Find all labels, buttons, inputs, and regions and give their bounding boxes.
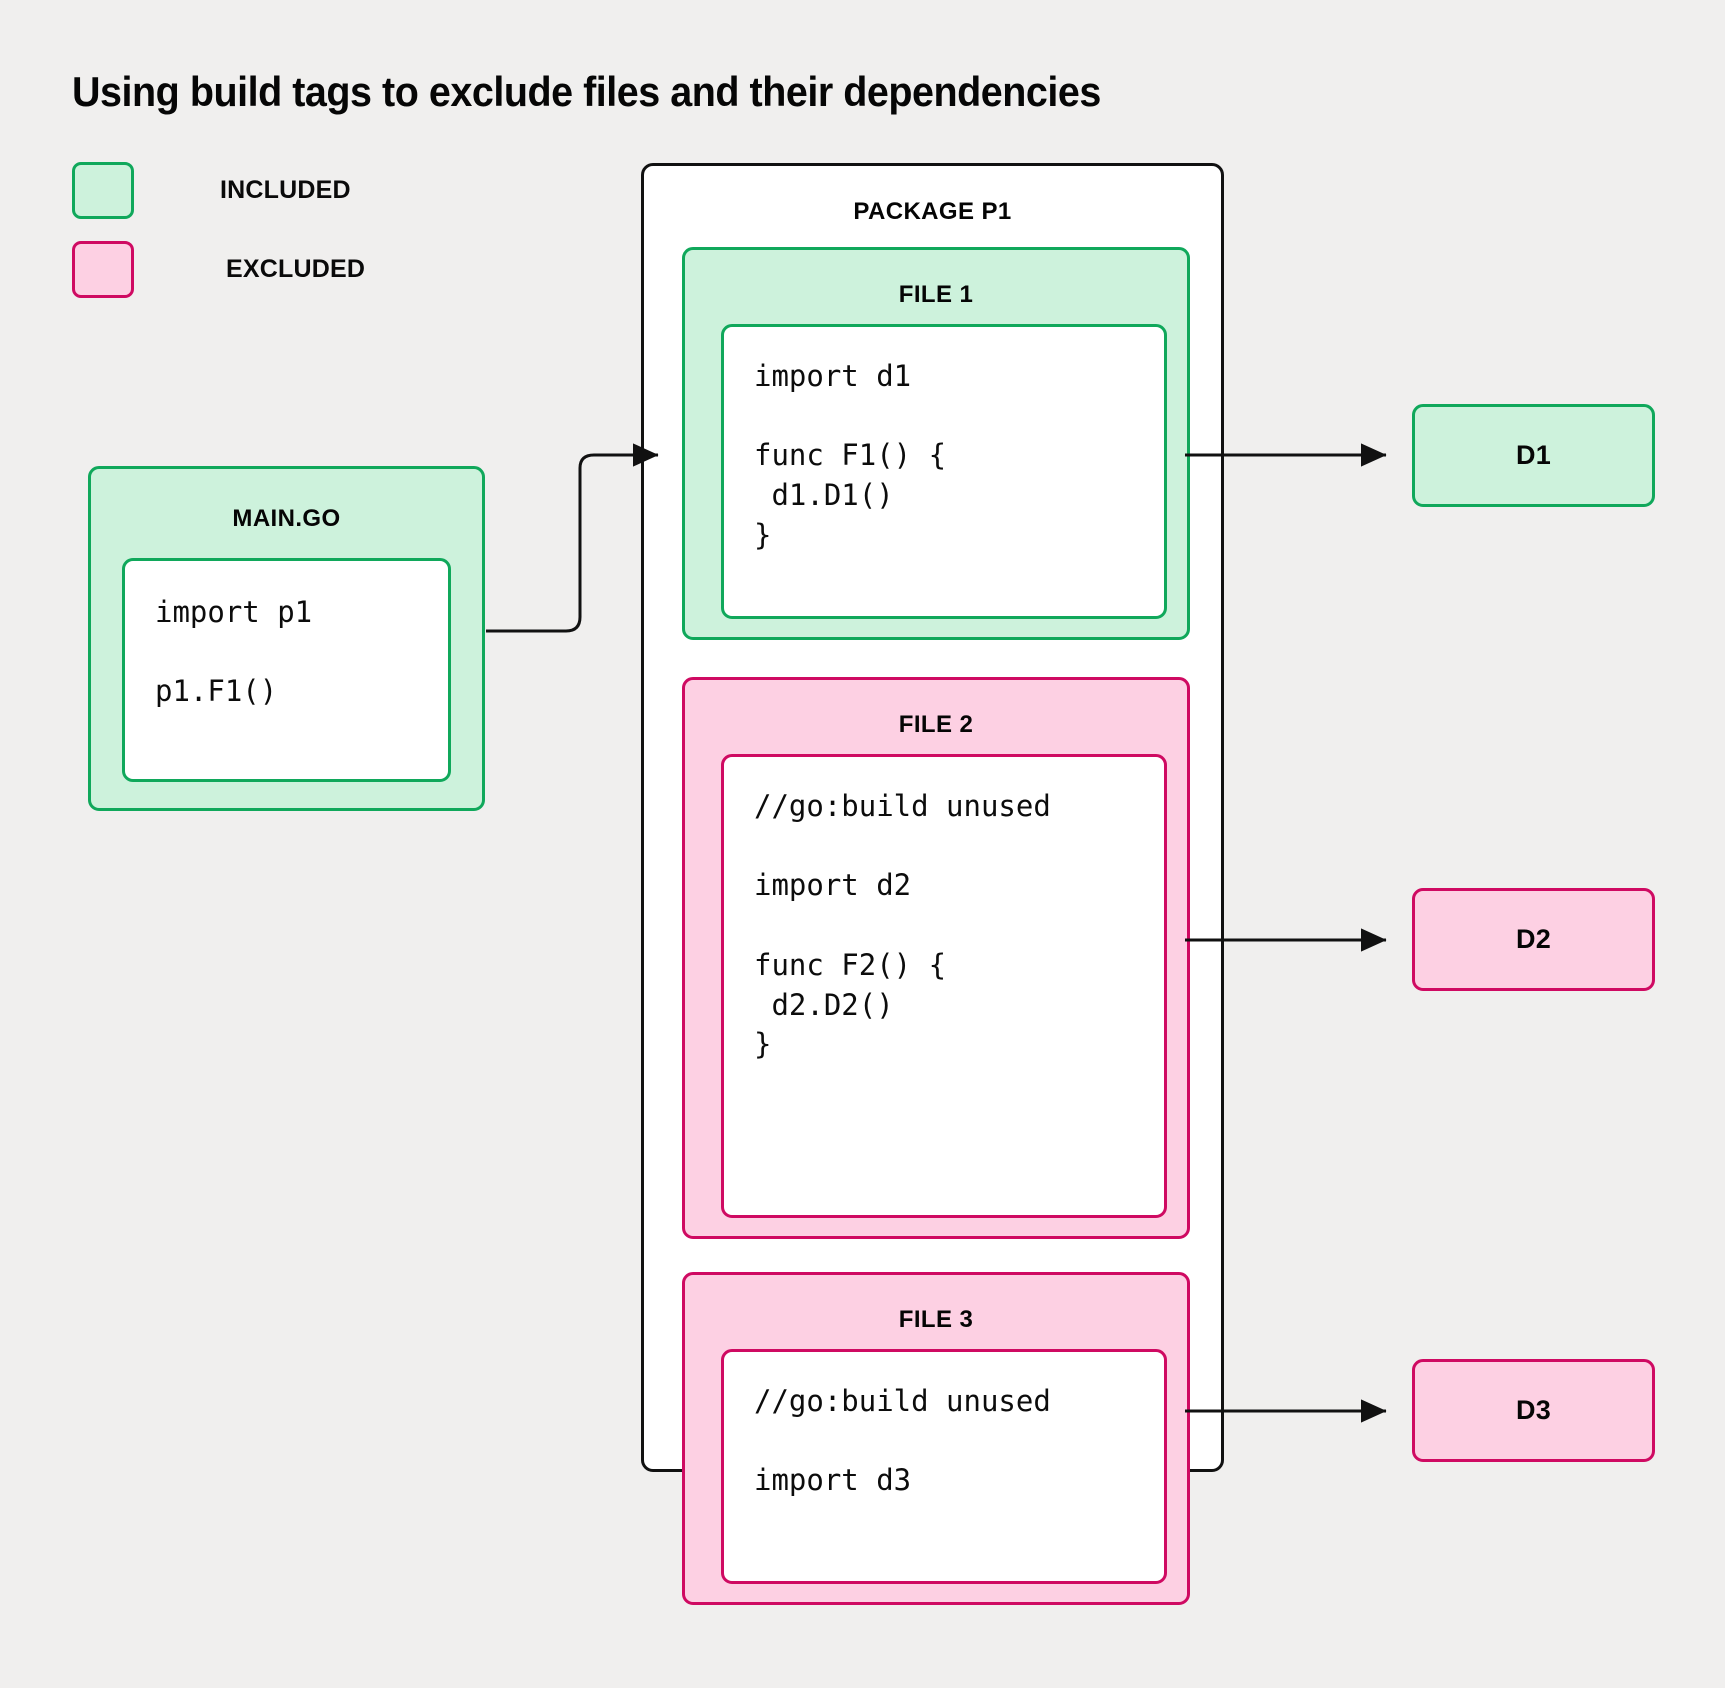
- node-package-p1: PACKAGE P1 FILE 1 import d1 func F1() { …: [641, 163, 1224, 1605]
- main-go-code-text: import p1 p1.F1(): [155, 595, 313, 709]
- node-file-3: FILE 3 //go:build unused import d3: [682, 1272, 1190, 1605]
- legend-label-excluded: EXCLUDED: [226, 255, 366, 283]
- main-go-title: MAIN.GO: [232, 505, 341, 532]
- file-1-code-box: import d1 func F1() { d1.D1() }: [721, 324, 1167, 619]
- legend-swatch-included-icon: [72, 162, 134, 219]
- legend-item-included: INCLUDED: [72, 162, 351, 219]
- legend-swatch-excluded-icon: [72, 241, 134, 298]
- file-3-title: FILE 3: [898, 1306, 974, 1333]
- legend-item-excluded: EXCLUDED: [72, 241, 365, 298]
- dependency-d1-label: D1: [1515, 440, 1552, 470]
- edge-main-go-to-file-1: [486, 443, 659, 633]
- node-file-1: FILE 1 import d1 func F1() { d1.D1() }: [682, 247, 1190, 640]
- file-1-code-text: import d1 func F1() { d1.D1() }: [754, 359, 947, 552]
- page-title: Using build tags to exclude files and th…: [72, 68, 1101, 115]
- main-go-code-box: import p1 p1.F1(): [122, 558, 451, 782]
- node-file-2: FILE 2 //go:build unused import d2 func …: [682, 677, 1190, 1239]
- file-3-code-text: //go:build unused import d3: [754, 1384, 1051, 1498]
- node-dependency-d1: D1: [1412, 404, 1655, 507]
- file-3-code-box: //go:build unused import d3: [721, 1349, 1167, 1584]
- node-dependency-d2: D2: [1412, 888, 1655, 991]
- file-2-code-box: //go:build unused import d2 func F2() { …: [721, 754, 1167, 1218]
- dependency-d3-label: D3: [1515, 1395, 1552, 1425]
- file-2-code-text: //go:build unused import d2 func F2() { …: [754, 789, 1051, 1062]
- node-main-go: MAIN.GO import p1 p1.F1(): [88, 466, 485, 811]
- file-2-title: FILE 2: [898, 711, 974, 738]
- dependency-d2-label: D2: [1515, 924, 1552, 954]
- legend-label-included: INCLUDED: [220, 176, 351, 204]
- node-dependency-d3: D3: [1412, 1359, 1655, 1462]
- package-p1-title: PACKAGE P1: [853, 198, 1012, 225]
- file-1-title: FILE 1: [898, 281, 974, 308]
